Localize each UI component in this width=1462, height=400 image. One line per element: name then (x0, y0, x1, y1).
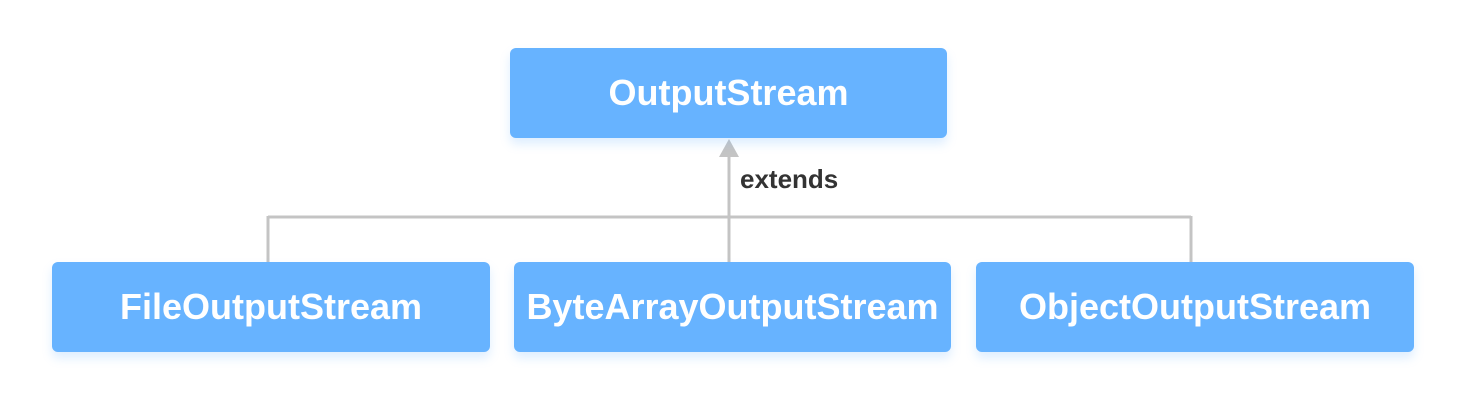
child-class-box-bytearray: ByteArrayOutputStream (514, 262, 951, 352)
child-class-box-file: FileOutputStream (52, 262, 490, 352)
child-class-label: ByteArrayOutputStream (526, 286, 939, 327)
child-class-label: FileOutputStream (119, 286, 423, 327)
arrowhead-icon (719, 139, 739, 157)
child-class-box-object: ObjectOutputStream (976, 262, 1414, 352)
relation-label: extends (740, 164, 839, 194)
parent-class-label: OutputStream (608, 72, 849, 113)
parent-class-box: OutputStream (510, 48, 947, 138)
child-class-label: ObjectOutputStream (1018, 286, 1372, 327)
